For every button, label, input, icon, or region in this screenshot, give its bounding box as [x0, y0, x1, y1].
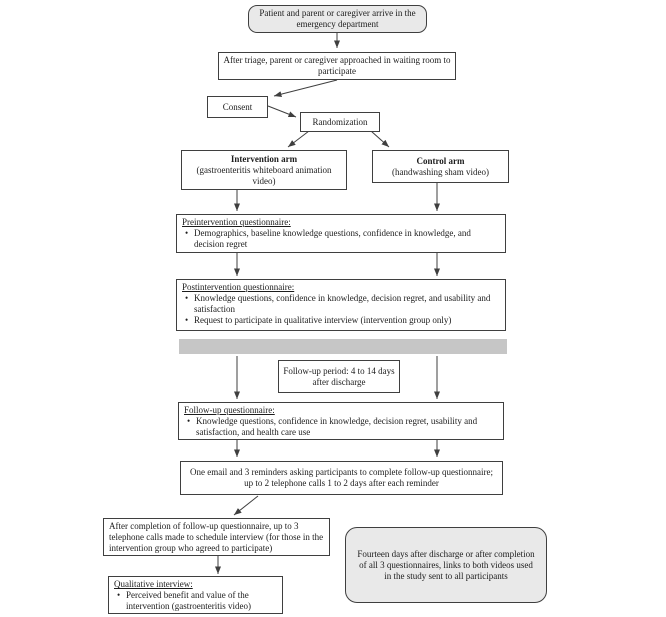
arrow-randomization-to-control — [370, 130, 390, 148]
intervention-arm-title: Intervention arm — [230, 153, 298, 164]
postintervention-bullet-2: • Request to participate in qualitative … — [182, 315, 500, 326]
followup-questionnaire-box: Follow-up questionnaire: • Knowledge que… — [178, 402, 504, 440]
intervention-arm-box: Intervention arm (gastroenteritis whiteb… — [181, 150, 347, 190]
preintervention-heading: Preintervention questionnaire: — [182, 217, 291, 227]
arrow-consent-to-randomization — [267, 105, 297, 118]
arrow-approach-to-consent — [273, 79, 338, 98]
timeline-divider-bar — [179, 339, 507, 354]
randomization-box: Randomization — [300, 112, 380, 132]
postintervention-heading: Postintervention questionnaire: — [182, 282, 295, 292]
schedule-interview-text: After completion of follow-up questionna… — [109, 521, 324, 553]
arrow-email-to-schedule — [233, 495, 259, 516]
videos-note-text: Fourteen days after discharge or after c… — [357, 548, 535, 581]
qualitative-interview-bullet: • Perceived benefit and value of the int… — [114, 590, 277, 612]
postintervention-box: Postintervention questionnaire: • Knowle… — [176, 279, 506, 331]
followup-period-text: Follow-up period: 4 to 14 days after dis… — [283, 365, 395, 387]
followup-questionnaire-bullet-text: Knowledge questions, confidence in knowl… — [196, 416, 478, 437]
preintervention-bullet: • Demographics, baseline knowledge quest… — [182, 228, 500, 250]
randomization-label: Randomization — [312, 116, 368, 127]
email-reminders-text: One email and 3 reminders asking partici… — [190, 467, 493, 488]
approach-text: After triage, parent or caregiver approa… — [223, 55, 451, 76]
control-arm-title: Control arm — [416, 155, 465, 166]
followup-questionnaire-heading: Follow-up questionnaire: — [184, 405, 275, 415]
followup-questionnaire-bullet: • Knowledge questions, confidence in kno… — [184, 416, 498, 438]
schedule-interview-box: After completion of follow-up questionna… — [103, 518, 330, 556]
email-reminders-box: One email and 3 reminders asking partici… — [180, 461, 503, 495]
consent-label: Consent — [222, 101, 253, 112]
bullet-icon: • — [185, 315, 189, 325]
postintervention-bullet-2-text: Request to participate in qualitative in… — [194, 315, 452, 325]
qualitative-interview-bullet-text: Perceived benefit and value of the inter… — [126, 590, 251, 611]
approach-box: After triage, parent or caregiver approa… — [218, 52, 456, 80]
preintervention-box: Preintervention questionnaire: • Demogra… — [176, 214, 506, 253]
bullet-icon: • — [185, 228, 189, 238]
bullet-icon: • — [185, 293, 189, 303]
preintervention-bullet-text: Demographics, baseline knowledge questio… — [194, 228, 471, 249]
followup-period-box: Follow-up period: 4 to 14 days after dis… — [278, 360, 400, 393]
bullet-icon: • — [117, 590, 121, 600]
control-arm-box: Control arm (handwashing sham video) — [372, 150, 509, 183]
postintervention-bullet-1-text: Knowledge questions, confidence in knowl… — [194, 293, 491, 314]
control-arm-subtitle: (handwashing sham video) — [392, 166, 489, 177]
arrival-box: Patient and parent or caregiver arrive i… — [248, 5, 427, 33]
arrival-text: Patient and parent or caregiver arrive i… — [259, 8, 416, 29]
intervention-arm-subtitle: (gastroenteritis whiteboard animation vi… — [196, 164, 332, 186]
qualitative-interview-heading: Qualitative interview: — [114, 579, 193, 589]
videos-note-box: Fourteen days after discharge or after c… — [345, 527, 547, 603]
postintervention-bullet-1: • Knowledge questions, confidence in kno… — [182, 293, 500, 315]
qualitative-interview-box: Qualitative interview: • Perceived benef… — [108, 576, 283, 614]
bullet-icon: • — [187, 416, 191, 426]
consent-box: Consent — [207, 96, 268, 118]
arrow-randomization-to-intervention — [287, 130, 310, 148]
